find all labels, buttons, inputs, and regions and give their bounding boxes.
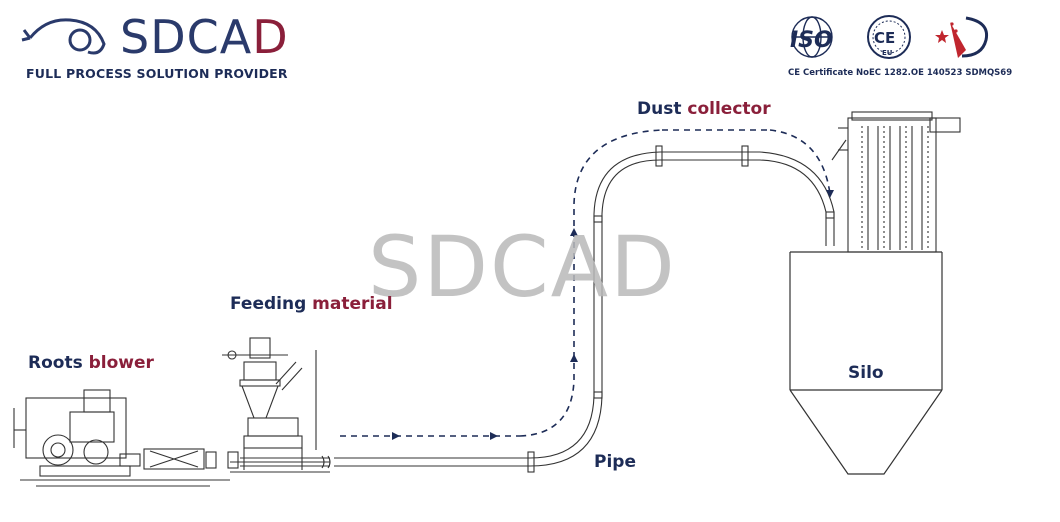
label-pipe: Pipe: [594, 452, 636, 472]
roots-blower: [13, 389, 239, 487]
conveying-pipe: [240, 145, 835, 473]
ce-badge-text: CE: [874, 29, 896, 47]
silo: [789, 251, 943, 475]
logo-icon: [21, 18, 106, 55]
eu-badge-text: EU: [882, 49, 893, 57]
certificate-text: CE Certificate NoEC 1282.OE 140523 SDMQS…: [788, 68, 1013, 78]
label-roots-blower: Roots blower: [28, 353, 154, 373]
tagline: FULL PROCESS SOLUTION PROVIDER: [26, 66, 288, 81]
flow-arrow-heads: [392, 190, 834, 440]
label-silo: Silo: [848, 363, 884, 383]
iso-icon: [791, 16, 833, 58]
brand-name: SDCAD: [120, 10, 289, 64]
ce-icon: [867, 15, 911, 59]
iso-badge-text: ISO: [790, 28, 833, 53]
label-feeding-material: Feeding material: [230, 294, 393, 314]
label-dust-collector: Dust collector: [637, 99, 771, 119]
watermark: SDCAD: [368, 218, 677, 316]
cert-flag-icon: [935, 16, 989, 58]
feeder: [222, 337, 330, 473]
dust-collector: [831, 111, 961, 253]
